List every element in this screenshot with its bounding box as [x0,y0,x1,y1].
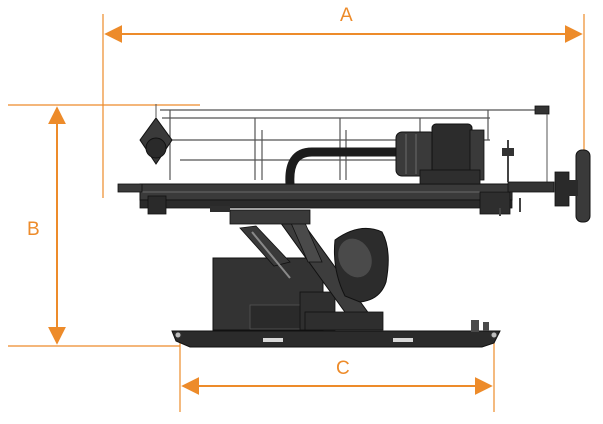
main-beam [117,183,513,215]
front-clamp [499,140,591,223]
dimension-label-b: B [27,219,40,240]
rear-reel [139,104,173,165]
base-skid [171,320,501,348]
machine-illustration [117,104,591,348]
dimension-c [179,336,495,412]
dimension-label-a: A [340,5,353,26]
dimension-b [8,104,200,347]
dimension-label-c: C [336,358,350,379]
rack-end-cap [534,105,550,115]
hydraulic-hose [285,147,410,185]
rotation-head [395,123,485,185]
operator-seat [334,227,389,303]
dimension-a [102,14,585,198]
